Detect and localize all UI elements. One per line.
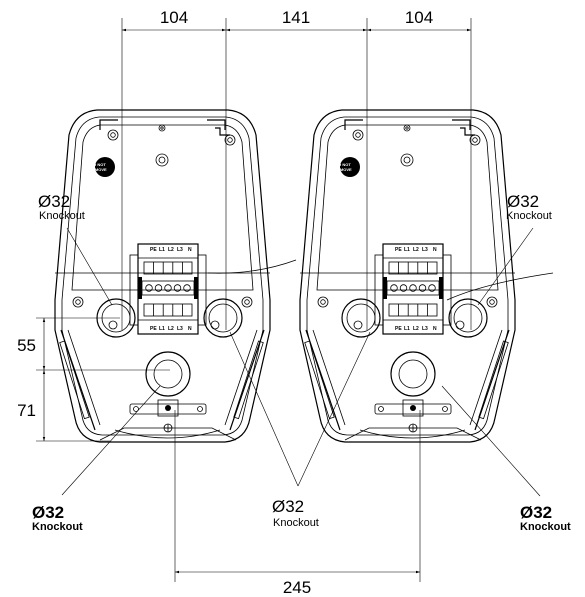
left-warning-line1: DO NOT <box>90 162 106 167</box>
right-terminal-n-bottom: N <box>433 326 437 332</box>
right-terminal-l2-bottom: L2 <box>413 326 419 332</box>
dimension-top-left: 104 <box>160 8 188 27</box>
dimension-left-lower: 71 <box>17 401 36 420</box>
knockout-diameter: Ø32 <box>32 503 64 522</box>
right-enclosure: DO NOT REMOVE PE L1 L2 L3 N PE L1 L2 L3 … <box>299 109 554 443</box>
knockout-diameter: Ø32 <box>38 192 70 211</box>
right-terminal-l3-bottom: L3 <box>422 326 428 332</box>
knockout-label-upper-left: Ø32 Knockout <box>38 192 85 222</box>
right-terminal-l3-top: L3 <box>422 247 428 253</box>
knockout-label-bottom-right: Ø32 Knockout <box>520 503 571 533</box>
left-terminal-pe-bottom: PE <box>150 326 157 332</box>
left-terminal-l3-top: L3 <box>177 247 183 253</box>
knockout-text: Knockout <box>39 210 85 222</box>
dimension-top-middle: 141 <box>282 8 310 27</box>
left-terminal-l1-top: L1 <box>159 247 165 253</box>
left-terminal-l2-top: L2 <box>168 247 174 253</box>
left-terminal-l1-bottom: L1 <box>159 326 165 332</box>
dimension-top-right: 104 <box>405 8 433 27</box>
bottom-dimension: 245 <box>174 410 421 597</box>
knockout-label-upper-right: Ø32 Knockout <box>506 192 552 222</box>
right-warning-line1: DO NOT <box>335 162 351 167</box>
knockout-leaders <box>61 227 541 497</box>
right-terminal-n-top: N <box>433 247 437 253</box>
knockout-text: Knockout <box>32 521 83 533</box>
right-warning-line2: REMOVE <box>334 167 352 172</box>
left-warning-line2: REMOVE <box>89 167 107 172</box>
left-terminal-pe-top: PE <box>150 247 157 253</box>
dimension-left-upper: 55 <box>17 336 36 355</box>
left-terminal-l2-bottom: L2 <box>168 326 174 332</box>
right-terminal-l1-top: L1 <box>404 247 410 253</box>
right-terminal-pe-bottom: PE <box>395 326 402 332</box>
left-dimensions: 55 71 <box>17 317 170 442</box>
knockout-diameter: Ø32 <box>520 503 552 522</box>
right-terminal-l2-top: L2 <box>413 247 419 253</box>
knockout-text: Knockout <box>520 521 571 533</box>
left-enclosure: DO NOT REMOVE PE L1 L2 L3 N PE L1 L2 L3 … <box>54 109 297 443</box>
dimension-bottom: 245 <box>283 578 311 597</box>
knockout-diameter: Ø32 <box>507 192 539 211</box>
left-terminal-l3-bottom: L3 <box>177 326 183 332</box>
knockout-diameter: Ø32 <box>272 497 304 516</box>
left-terminal-n-top: N <box>188 247 192 253</box>
knockout-label-bottom-left: Ø32 Knockout <box>32 503 83 533</box>
knockout-label-bottom-center: Ø32 Knockout <box>272 497 319 529</box>
right-terminal-l1-bottom: L1 <box>404 326 410 332</box>
top-dimensions: 104 141 104 <box>121 8 472 330</box>
knockout-text: Knockout <box>273 517 319 529</box>
left-terminal-n-bottom: N <box>188 326 192 332</box>
knockout-text: Knockout <box>506 210 552 222</box>
right-terminal-pe-top: PE <box>395 247 402 253</box>
